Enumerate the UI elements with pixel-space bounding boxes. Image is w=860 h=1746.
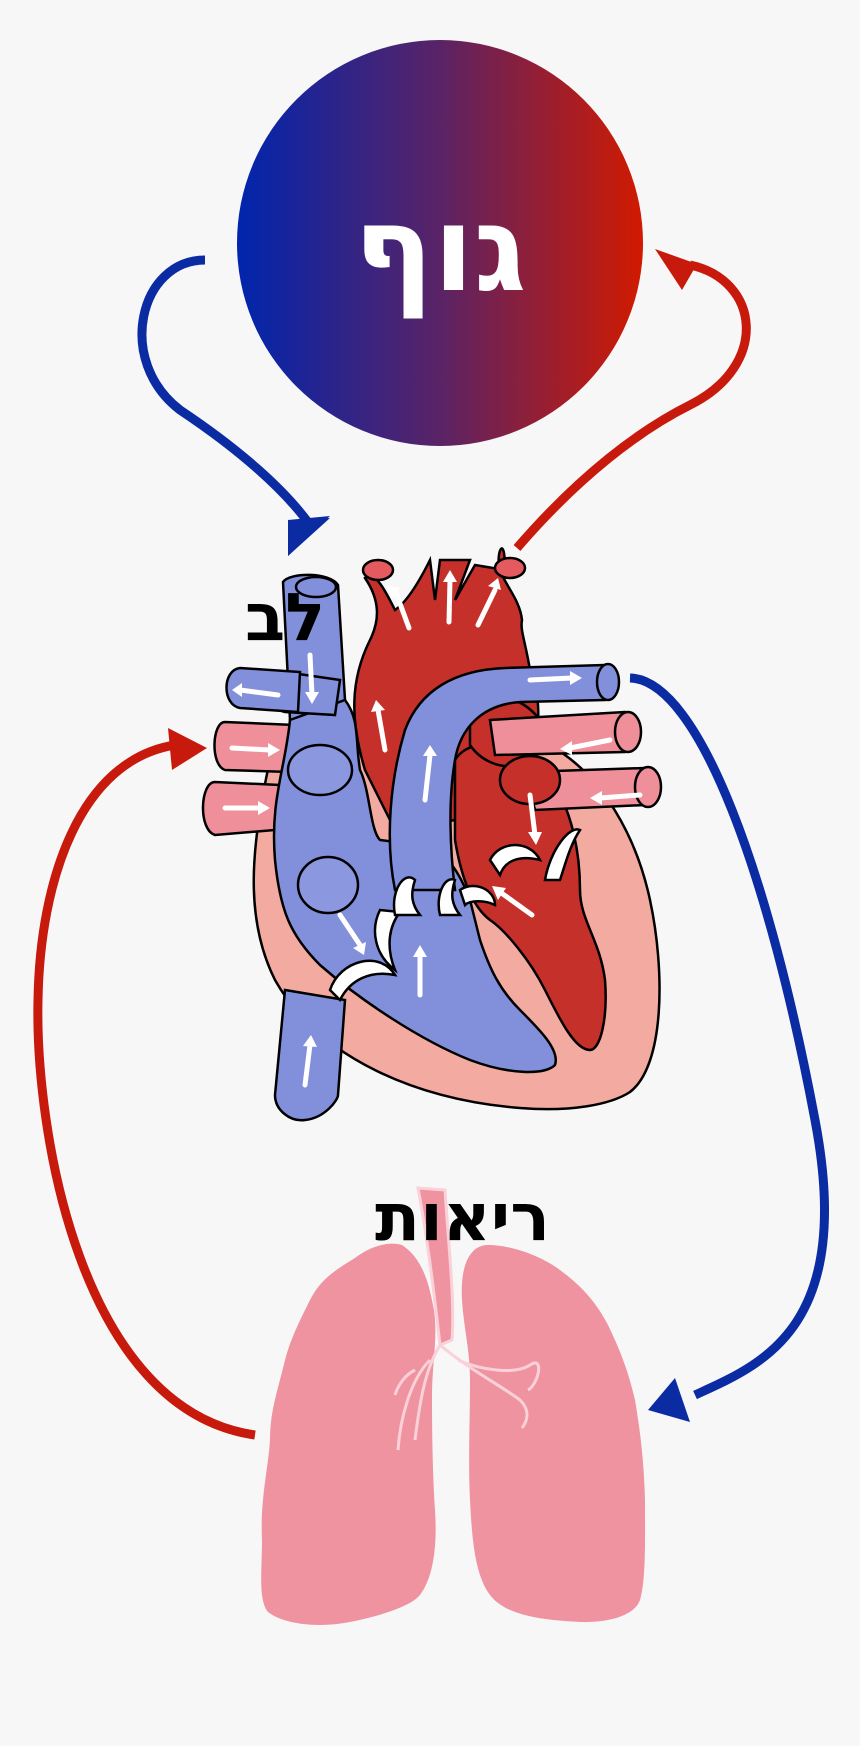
heart-valves xyxy=(328,828,582,1003)
heart-label: לב xyxy=(245,579,325,656)
arrow-lungs-to-heart-head xyxy=(168,728,207,770)
arrow-heart-to-lungs xyxy=(629,673,829,1400)
trachea xyxy=(416,1186,455,1348)
arrow-heart-to-body-head xyxy=(655,249,697,290)
left-lung xyxy=(261,1243,436,1625)
arrow-lungs-to-heart xyxy=(33,740,256,1440)
right-lung xyxy=(461,1245,646,1623)
heart xyxy=(201,547,663,1122)
bronchi xyxy=(393,1343,541,1451)
lungs-label: ריאות xyxy=(375,1179,550,1256)
body-label: גוף xyxy=(354,180,527,318)
arrow-body-to-heart xyxy=(137,255,314,528)
arrow-heart-to-body xyxy=(513,260,751,551)
heart-flow-arrows xyxy=(222,570,643,1088)
body-circle xyxy=(237,40,643,446)
lungs xyxy=(261,1186,646,1625)
flow-arrows xyxy=(33,249,829,1440)
arrow-heart-to-lungs-head xyxy=(648,1378,690,1422)
body-node: גוף xyxy=(237,40,643,446)
